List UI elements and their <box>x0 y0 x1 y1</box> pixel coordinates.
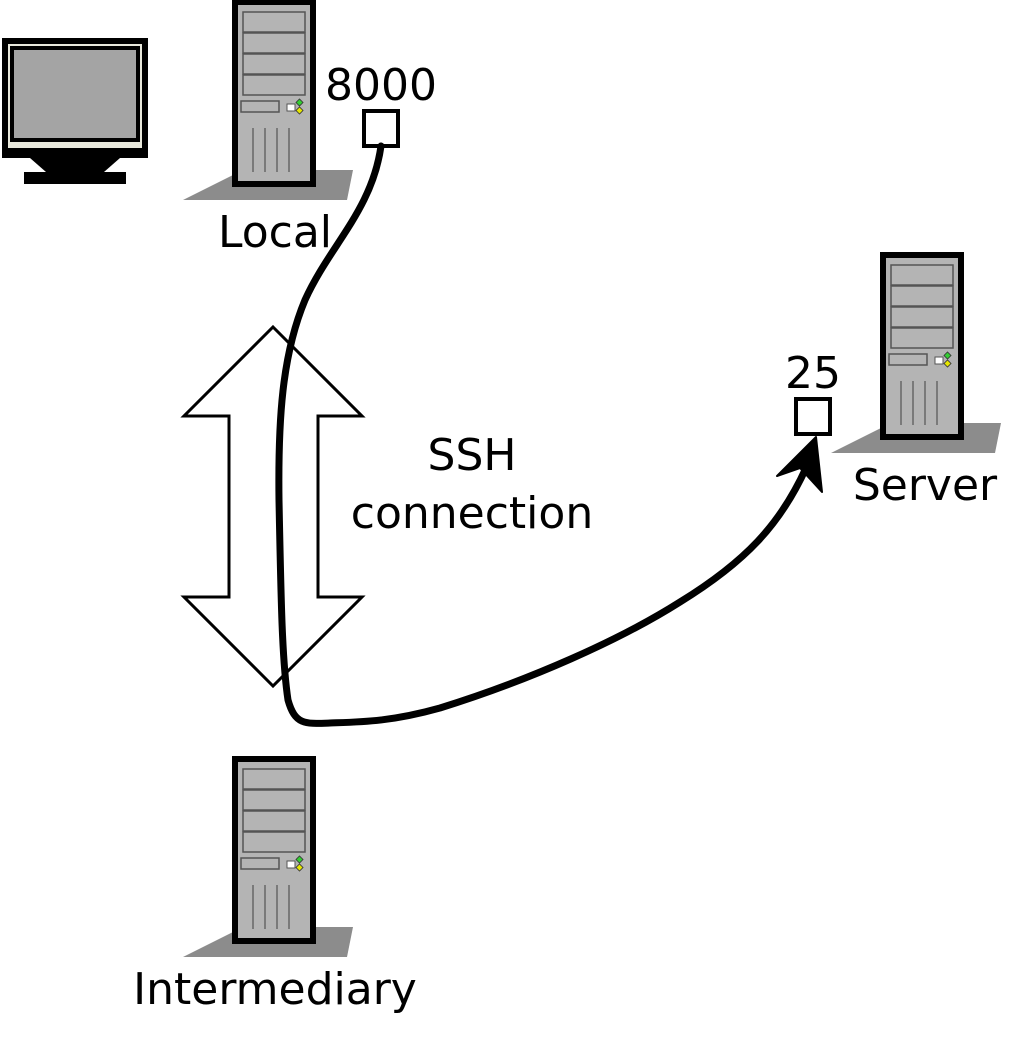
connection-label-line2: connection <box>351 488 593 539</box>
server-port-box <box>794 397 832 436</box>
local-port-number: 8000 <box>325 60 437 111</box>
local-label: Local <box>218 207 332 258</box>
server-tower-icon <box>831 255 1001 453</box>
local-port-box <box>362 109 400 148</box>
monitor-icon <box>2 38 148 184</box>
intermediary-label: Intermediary <box>133 964 417 1015</box>
tunnel-path <box>275 142 810 727</box>
server-tower-icon <box>183 759 353 957</box>
server-port-number: 25 <box>785 348 841 399</box>
double-arrow-icon <box>180 324 366 689</box>
arrowhead-icon <box>776 436 823 493</box>
server-label: Server <box>853 460 998 511</box>
connection-label-line1: SSH <box>428 430 517 481</box>
